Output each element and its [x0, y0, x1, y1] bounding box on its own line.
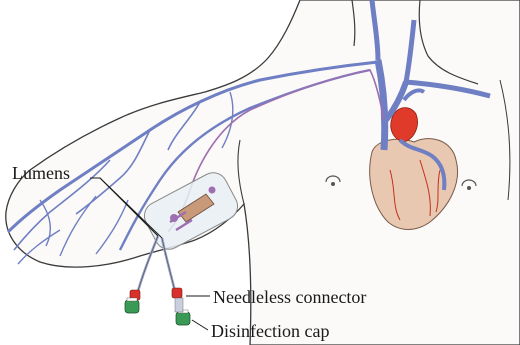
nipple-right-center — [467, 186, 471, 190]
label-needleless-connector: Needleless connector — [213, 288, 366, 306]
label-lumens: Lumens — [12, 164, 70, 182]
hub-purple — [170, 214, 178, 222]
nipple-left-center — [331, 182, 335, 186]
hub-purple-2 — [209, 187, 216, 194]
label-disinfection-cap: Disinfection cap — [211, 322, 329, 340]
leader-disinfection-cap — [192, 320, 208, 330]
cap-band-left — [127, 298, 137, 301]
disinfection-cap-left — [125, 300, 139, 313]
connector-stem-right — [175, 298, 183, 312]
disinfection-cap-right — [176, 312, 190, 325]
needleless-connector-right — [172, 288, 182, 298]
